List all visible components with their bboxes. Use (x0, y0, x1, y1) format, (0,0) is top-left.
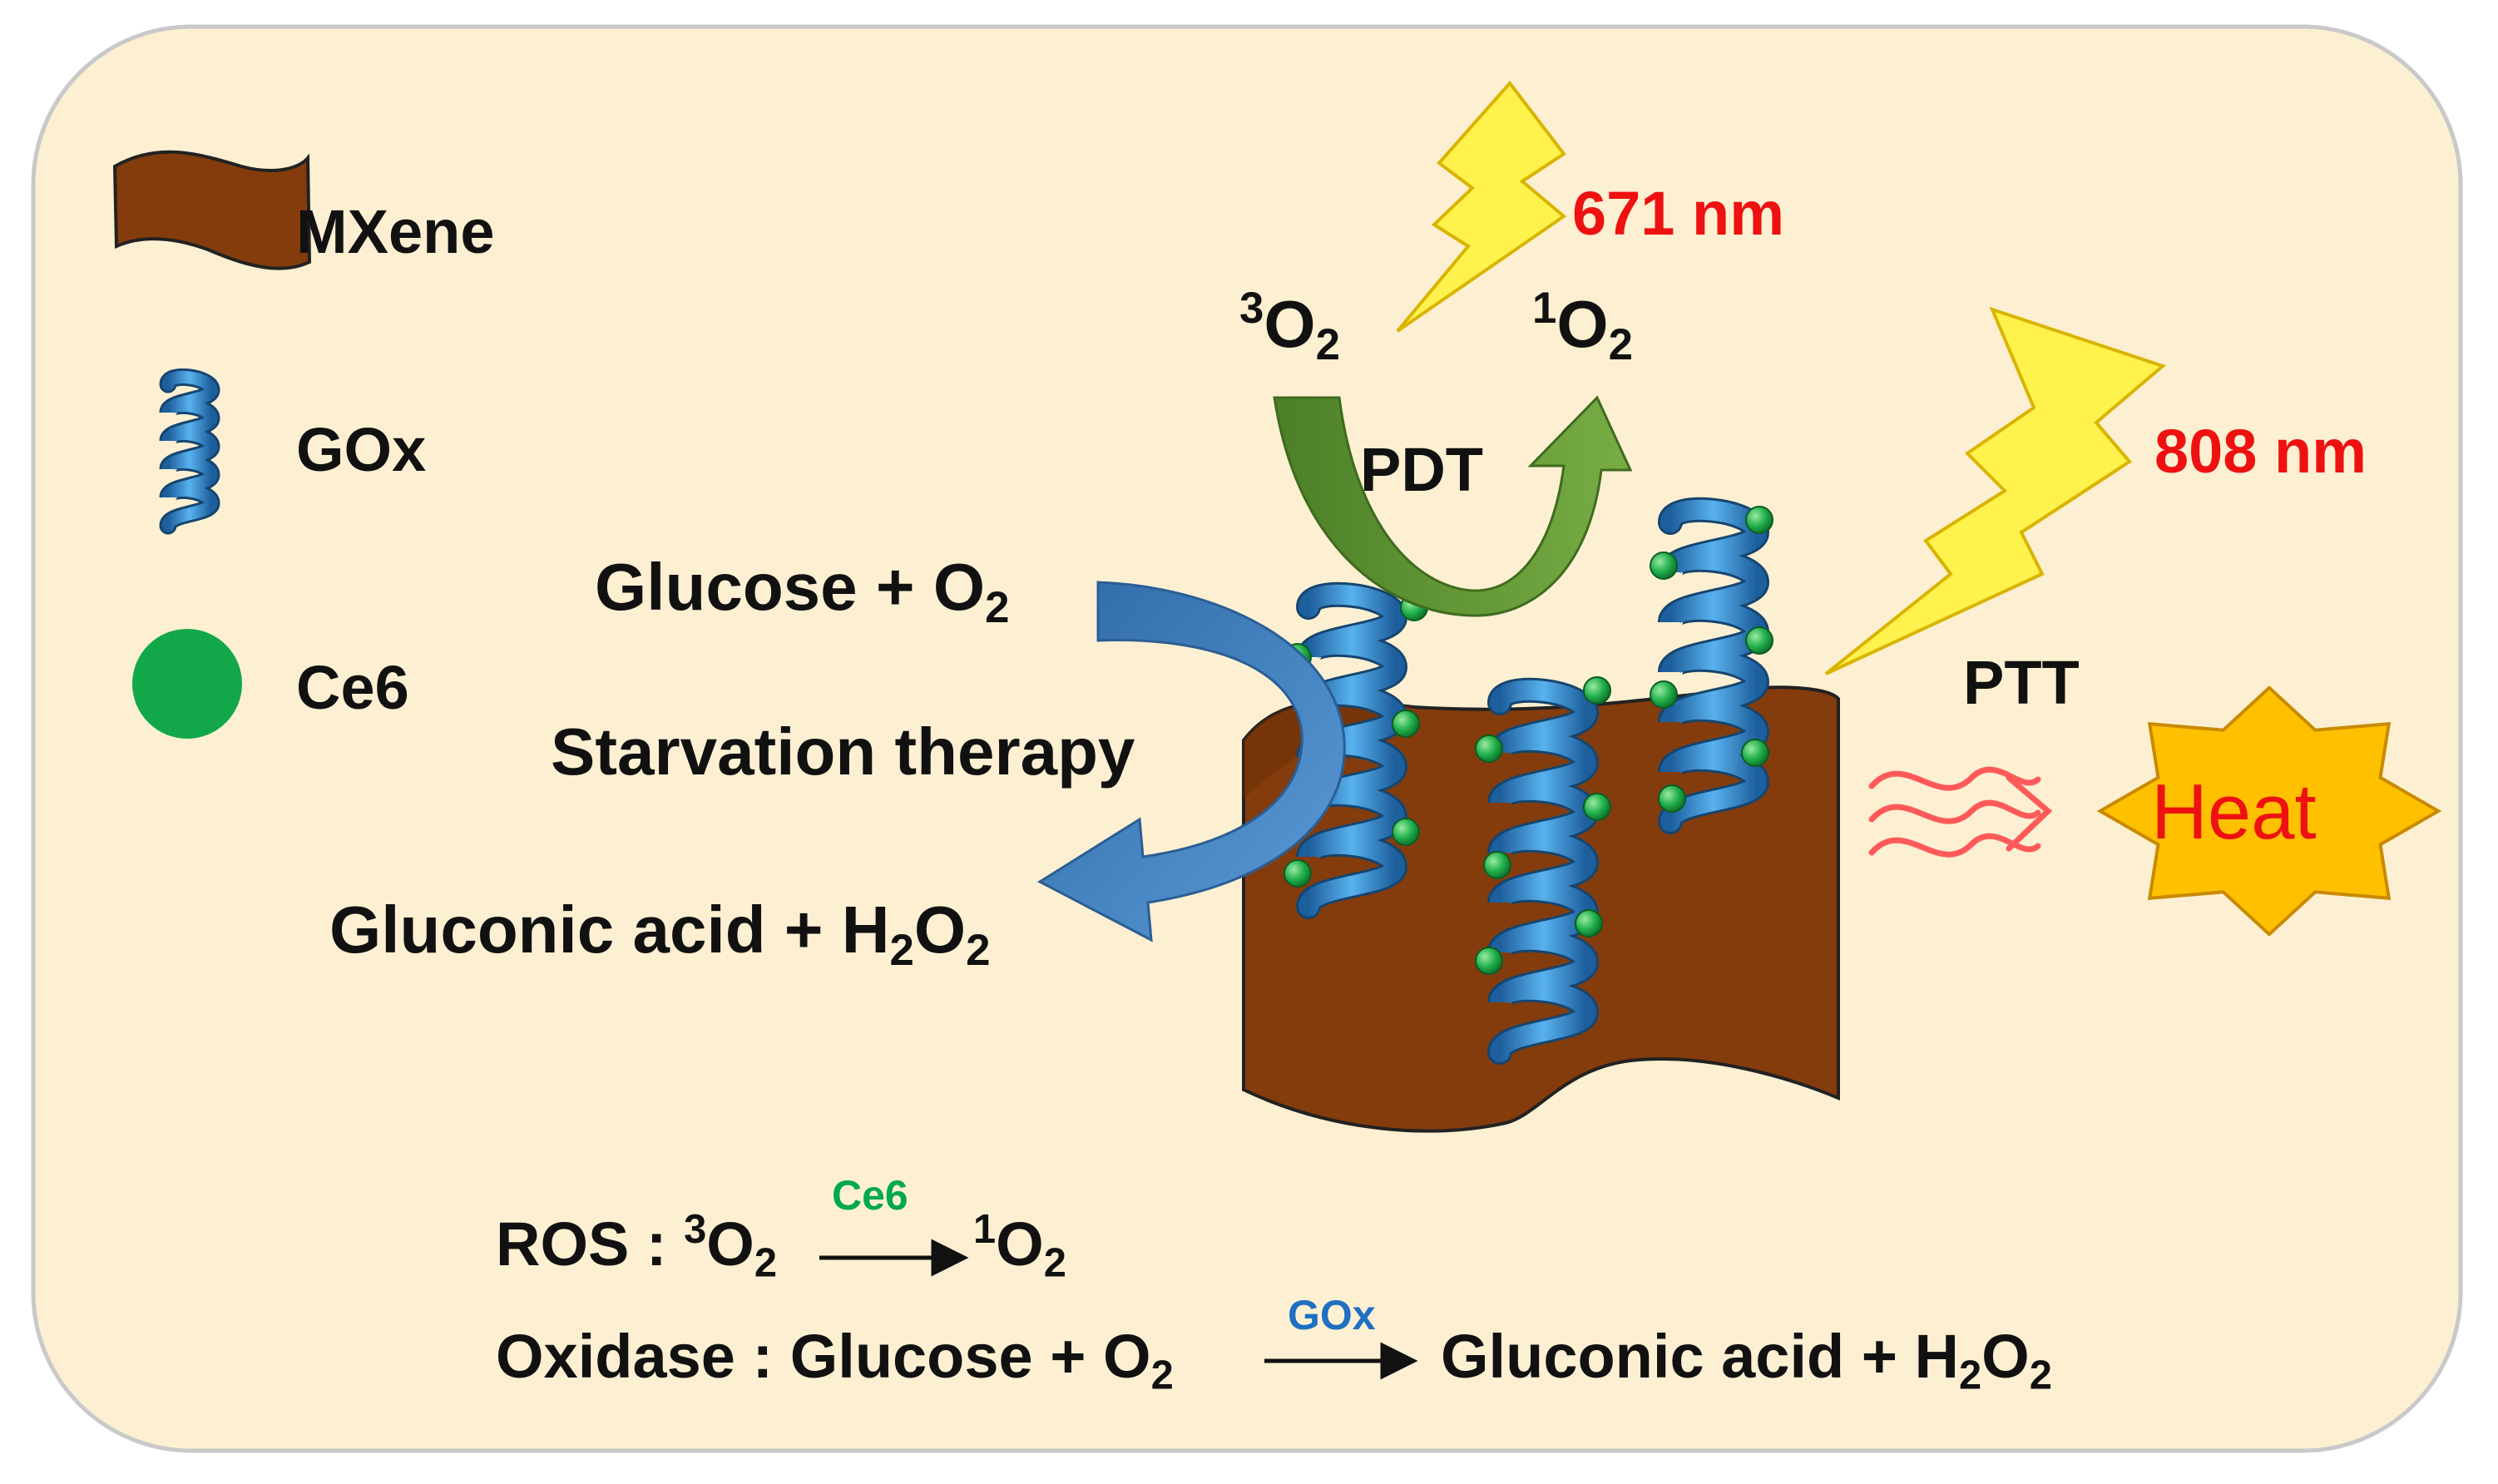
product-subscript-2: 2 (966, 925, 991, 975)
ce6-dot (1658, 784, 1686, 813)
pdt-curved-arrow (1273, 395, 1633, 617)
legend-label-gox: GOx (296, 415, 427, 484)
product-subscript-1: 2 (889, 925, 914, 975)
singlet-o: O (1556, 287, 1609, 362)
pdt-label: PDT (1360, 435, 1483, 504)
heat-label: Heat (2151, 768, 2317, 855)
ce6-dot (1392, 710, 1420, 738)
heat-wave-line (1868, 766, 2041, 791)
ros-right-subscript: 2 (1043, 1240, 1066, 1286)
wavelength-671nm: 671 nm (1572, 179, 1785, 248)
gluconic-acid-products: Gluconic acid + H2O2 (329, 892, 991, 976)
gox-helix-strand (161, 370, 218, 532)
ce6-dot (1745, 626, 1773, 655)
ros-left-subscript: 2 (754, 1240, 777, 1286)
triplet-superscript: 3 (1239, 284, 1264, 333)
reactant-subscript: 2 (985, 582, 1010, 632)
ce6-dot (1475, 735, 1503, 763)
gox-helix-strand (1490, 680, 1597, 1062)
legend-label-mxene: MXene (296, 197, 495, 266)
mxene-sheet-fold (1244, 700, 1414, 799)
gox-legend-icon (159, 368, 220, 535)
ce6-dot (1475, 947, 1503, 975)
oxidase-equation-right: Gluconic acid + H2O2 (1441, 1321, 2052, 1399)
oxidase-left-subscript: 2 (1150, 1353, 1174, 1398)
ptt-label: PTT (1963, 648, 2080, 717)
gox-helix-2 (1487, 677, 1600, 1065)
ce6-dot (1583, 793, 1611, 821)
triplet-o: O (1264, 287, 1316, 362)
glucose-oxygen-reactants: Glucose + O2 (595, 549, 1009, 633)
heat-waves (1868, 766, 2053, 858)
ros-left-o: O (706, 1209, 754, 1279)
ros-equation-left: ROS : 3O2 (496, 1206, 777, 1287)
ros-catalyst-ce6: Ce6 (832, 1172, 908, 1219)
oxidase-product-subscript-1: 2 (1959, 1353, 1982, 1398)
lightning-671nm-icon (1396, 80, 1567, 333)
heat-star (2096, 685, 2442, 937)
ce6-dot (1483, 851, 1511, 879)
ros-right-superscript: 1 (973, 1207, 997, 1252)
ros-right-o: O (996, 1209, 1044, 1279)
mxene-legend-icon (112, 150, 312, 270)
oxidase-product-mid: O (1981, 1322, 2030, 1391)
ce6-dot (1650, 552, 1678, 580)
ce6-dot (1650, 680, 1678, 709)
oxidase-equation-left: Oxidase : Glucose + O2 (496, 1321, 1174, 1399)
triplet-oxygen-label: 3O2 (1239, 283, 1340, 370)
singlet-superscript: 1 (1532, 284, 1557, 333)
legend-label-ce6: Ce6 (296, 653, 409, 722)
heat-wave-line (1868, 799, 2041, 824)
heat-wave-line (1868, 833, 2041, 858)
ros-prefix: ROS : (496, 1209, 685, 1279)
ce6-dot (1583, 676, 1611, 705)
wavelength-808nm: 808 nm (2154, 417, 2367, 486)
triplet-subscript: 2 (1315, 319, 1340, 369)
ce6-dot (1745, 506, 1773, 534)
ce6-dot (1392, 818, 1420, 846)
ros-left-superscript: 3 (684, 1207, 707, 1252)
oxidase-prefix: Oxidase : Glucose + O (496, 1322, 1151, 1391)
singlet-oxygen-label: 1O2 (1532, 283, 1633, 370)
oxidase-product-text: Gluconic acid + H (1441, 1322, 1960, 1391)
heat-wave-arrowhead (2006, 774, 2053, 852)
ce6-dot (1284, 859, 1312, 888)
starvation-curved-arrow (1036, 581, 1346, 942)
reactant-text: Glucose + O (595, 550, 986, 624)
ros-equation-right: 1O2 (973, 1206, 1066, 1287)
product-text: Gluconic acid + H (329, 893, 890, 967)
lightning-808nm-icon (1824, 306, 2167, 675)
ce6-legend-icon (132, 629, 242, 739)
starvation-therapy-label: Starvation therapy (551, 715, 1135, 789)
product-mid: O (913, 893, 967, 967)
ce6-dot (1575, 909, 1603, 937)
oxidase-product-subscript-2: 2 (2029, 1353, 2052, 1398)
oxidase-catalyst-gox: GOx (1288, 1292, 1376, 1338)
singlet-subscript: 2 (1608, 319, 1633, 369)
ce6-dot (1741, 739, 1769, 767)
